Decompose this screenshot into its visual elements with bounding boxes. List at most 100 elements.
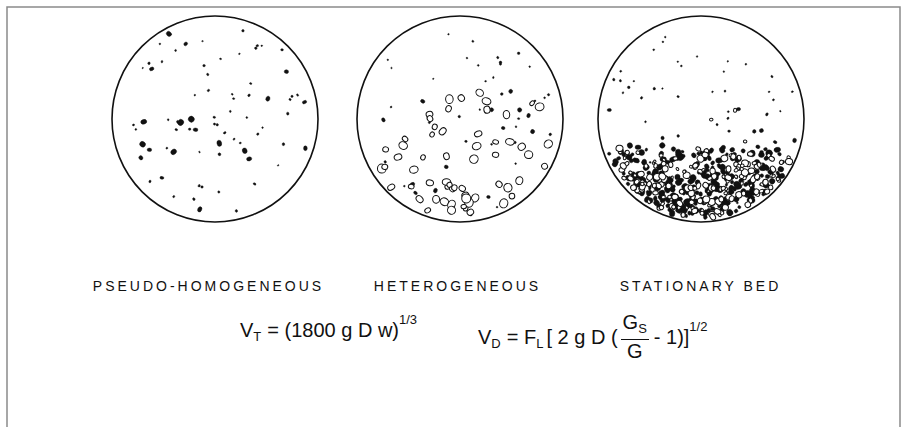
solid-particle: [492, 76, 494, 78]
solid-particle: [764, 188, 771, 194]
solid-particle: [762, 179, 768, 186]
flow-regime-circle: HETEROGENEOUS: [300, 14, 620, 302]
solid-particle: [726, 166, 731, 173]
solid-particle: [149, 66, 155, 71]
solid-particle: [159, 43, 161, 45]
flow-regime-circle: STATIONARY BED: [541, 14, 861, 302]
solid-particle: [426, 179, 434, 186]
solid-particle: [644, 163, 649, 168]
solid-particle: [415, 194, 425, 204]
solid-particle: [701, 151, 708, 158]
solid-particle: [526, 113, 531, 118]
solid-particle: [658, 205, 664, 211]
solid-particle: [660, 136, 664, 140]
solid-particle: [676, 167, 680, 171]
pipe-cross-section: [55, 14, 375, 224]
solid-particle: [775, 171, 780, 177]
velocity-formula: VD= FL[ 2 g D (GSG- 1)]1/2: [478, 312, 707, 362]
solid-particle: [768, 156, 775, 162]
solid-particle: [718, 146, 725, 154]
subscript: D: [491, 332, 500, 356]
solid-particle: [548, 133, 552, 137]
solid-particle: [302, 100, 307, 105]
solid-particle: [669, 210, 675, 217]
solid-particle: [381, 117, 386, 122]
solid-particle: [239, 142, 241, 144]
solid-particle: [728, 130, 731, 133]
formula-term: [ 2 g D (: [546, 325, 617, 349]
solid-particle: [637, 171, 645, 178]
solid-particle: [689, 200, 695, 205]
solid-particle: [147, 148, 152, 152]
solid-particle: [711, 91, 713, 93]
solid-particle: [710, 168, 716, 175]
solid-particle: [718, 196, 724, 202]
solid-particle: [443, 152, 450, 160]
solid-particle: [431, 123, 438, 130]
solid-particle: [206, 73, 209, 76]
solid-particle: [265, 96, 271, 102]
solid-particle: [213, 123, 216, 126]
solid-particle: [429, 131, 435, 138]
solid-particle: [468, 153, 480, 165]
solid-particle: [175, 128, 178, 131]
solid-particle: [724, 90, 726, 92]
solid-particle: [658, 166, 662, 170]
solid-particle: [492, 152, 499, 158]
solid-particle: [438, 126, 448, 136]
solid-particle: [769, 165, 777, 173]
solid-particle: [678, 178, 682, 182]
solid-particle: [740, 148, 746, 154]
solid-particle: [724, 174, 733, 182]
solid-particle: [401, 135, 409, 143]
solid-particle: [756, 162, 761, 168]
solid-particle: [207, 89, 210, 92]
solid-particle: [282, 143, 285, 146]
solid-particle: [785, 158, 793, 165]
regime-label: HETEROGENEOUS: [374, 278, 541, 294]
solid-particle: [658, 172, 667, 181]
numerator: GS: [621, 312, 649, 340]
solid-particle: [755, 144, 760, 149]
solid-particle: [619, 162, 627, 171]
solid-particle: [481, 97, 492, 106]
solid-particle: [501, 126, 505, 130]
solid-particle: [432, 78, 434, 80]
formula-part: T: [253, 318, 261, 342]
solid-particle: [753, 188, 760, 196]
solid-particle: [677, 61, 679, 63]
solid-particle: [517, 118, 519, 120]
solid-particle: [653, 87, 656, 90]
formula-part: GSG: [618, 312, 652, 362]
solid-particle: [612, 158, 620, 166]
solid-particle: [652, 183, 656, 188]
solid-particle: [607, 108, 611, 111]
solid-particle: [432, 195, 440, 203]
solid-particle: [458, 184, 467, 192]
solid-particle: [515, 162, 517, 164]
solid-particle: [748, 168, 755, 174]
solid-particle: [471, 40, 474, 43]
solid-particle: [653, 163, 658, 169]
solid-particle: [183, 41, 188, 46]
pipe-wall: [598, 16, 804, 222]
solid-particle: [198, 184, 201, 187]
solid-particle: [503, 182, 513, 192]
solid-particle: [242, 147, 248, 154]
solid-particle: [231, 93, 234, 96]
solid-particle: [135, 128, 137, 130]
solid-particle: [247, 93, 251, 97]
solid-particle: [692, 162, 699, 170]
solid-particle: [413, 190, 418, 195]
subscript: T: [253, 325, 261, 349]
subscript: S: [638, 319, 647, 339]
solid-particle: [679, 188, 685, 194]
solid-particle: [256, 44, 259, 47]
formula-part: [ 2 g D (: [543, 325, 617, 349]
solid-particle: [646, 173, 654, 181]
solid-particle: [658, 194, 665, 201]
solid-particle: [731, 185, 737, 191]
solid-particle: [391, 67, 392, 69]
solid-particle: [165, 147, 168, 150]
solid-particle: [734, 168, 739, 173]
